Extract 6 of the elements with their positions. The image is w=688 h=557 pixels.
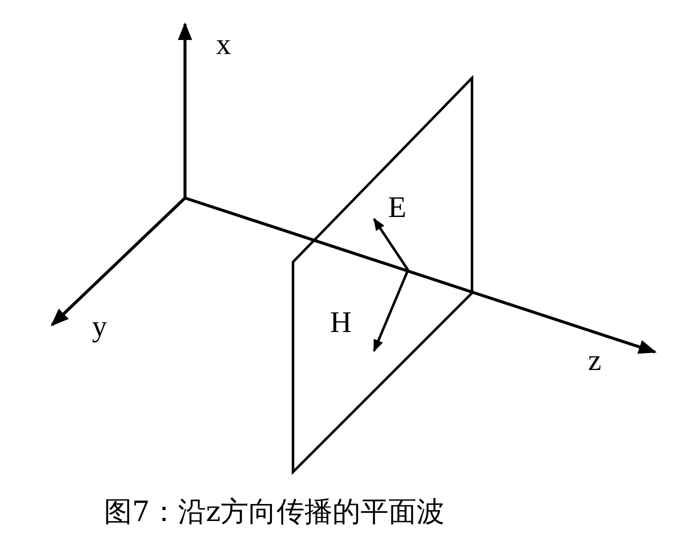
axis-label: x [216,30,231,60]
axis-label: z [588,346,602,376]
vector-label: H [330,308,352,338]
axis-label: y [92,312,107,342]
caption: 图7：沿z方向传播的平面波 [104,498,445,526]
vector-label: E [388,193,406,223]
